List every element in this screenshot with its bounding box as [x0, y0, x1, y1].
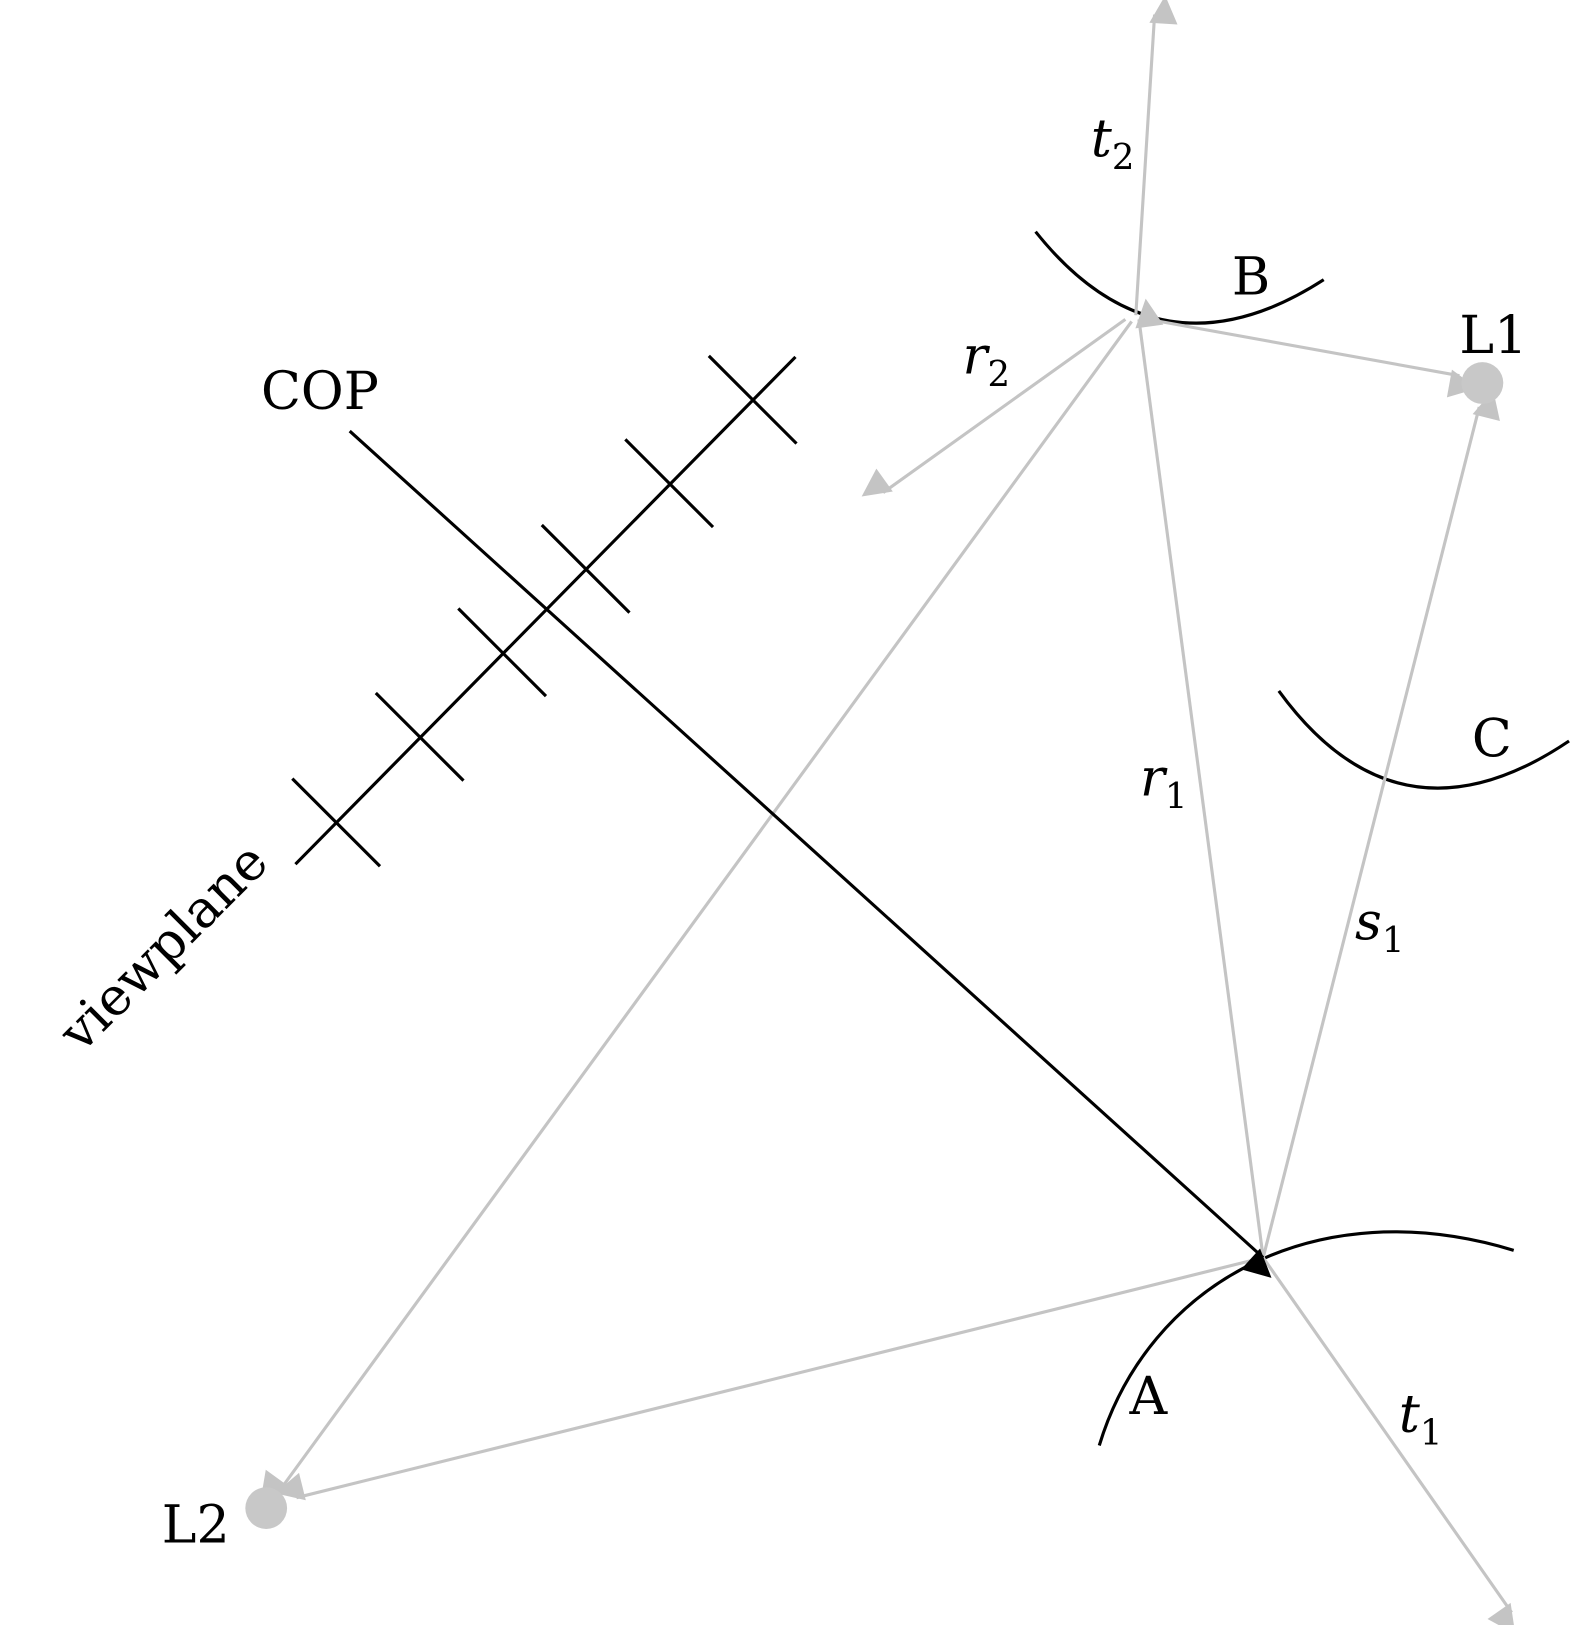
label-s1: s1 [1355, 892, 1404, 961]
label-l1: L1 [1459, 306, 1527, 366]
label-b: B [1232, 247, 1270, 307]
label-r2: r2 [963, 327, 1011, 396]
label-t2: t2 [1091, 110, 1135, 179]
surface-b-arc [1034, 230, 1325, 325]
label-a: A [1129, 1367, 1169, 1427]
ray-a-to-l2 [275, 1256, 1264, 1501]
ray-b-to-l1 [1148, 317, 1478, 398]
viewplane [291, 354, 798, 868]
label-c: C [1472, 710, 1512, 770]
light-l1 [1461, 362, 1504, 404]
ray-t2 [1134, 0, 1178, 316]
ray-s1 [1261, 390, 1500, 1259]
label-cop: COP [261, 362, 379, 422]
label-t1: t1 [1399, 1385, 1443, 1454]
label-viewplane: viewplane [47, 832, 279, 1064]
ray-t1 [1261, 1256, 1516, 1625]
label-r1: r1 [1140, 748, 1188, 817]
ray-b-to-l2 [260, 320, 1133, 1501]
ray-r1 [1135, 298, 1265, 1258]
surface-c-arc [1277, 689, 1570, 790]
primary-ray [348, 429, 1272, 1278]
label-l2: L2 [162, 1496, 230, 1556]
light-l2 [245, 1487, 288, 1529]
ray-r2 [861, 318, 1127, 497]
